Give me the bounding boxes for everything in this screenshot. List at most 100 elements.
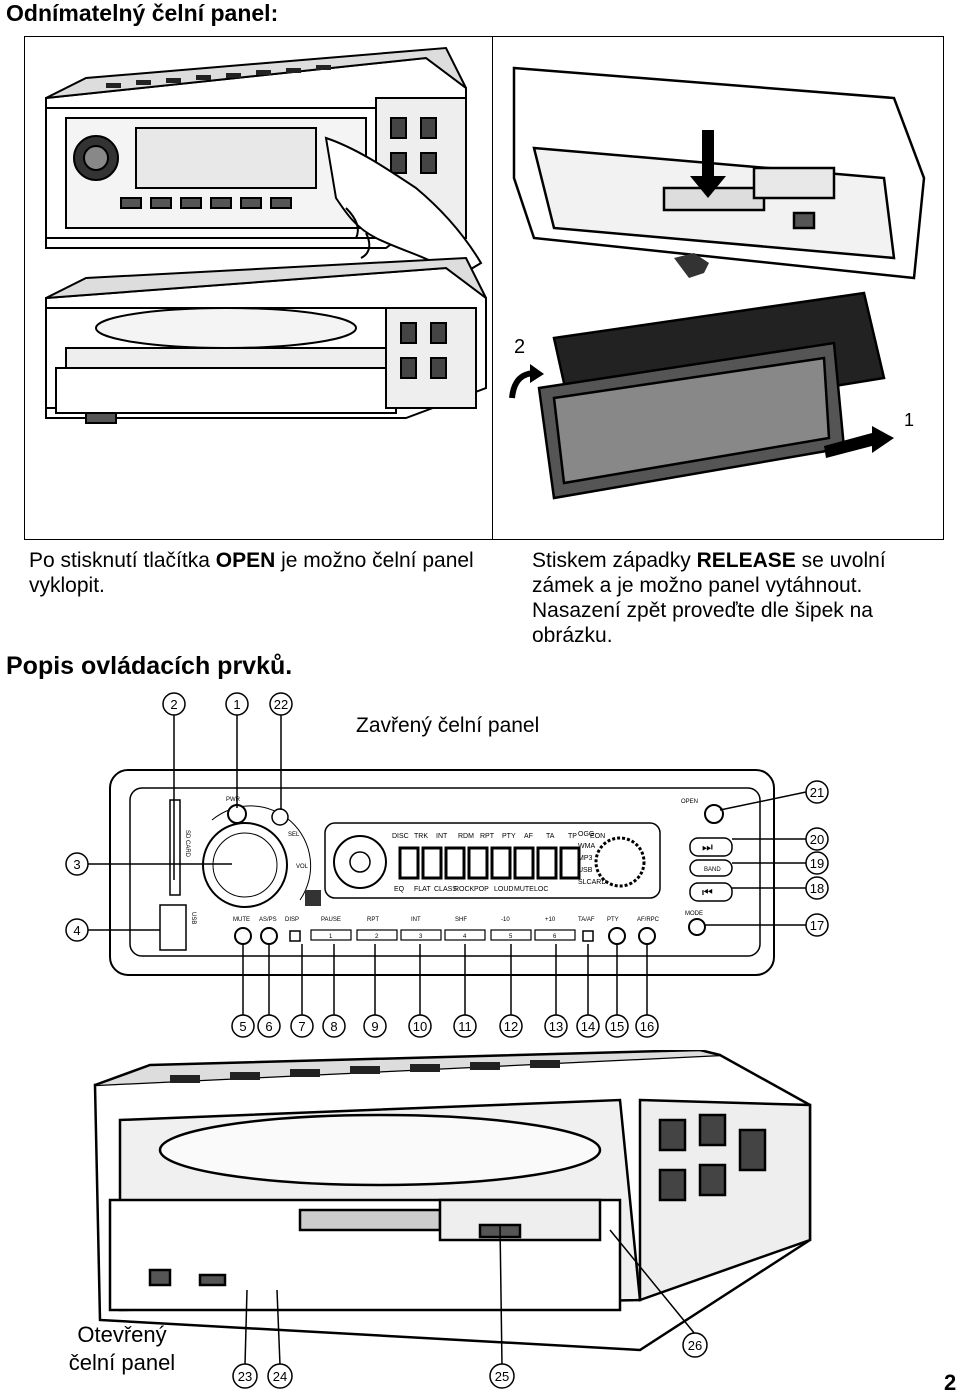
callout-number: 25	[495, 1369, 509, 1384]
display-top-label: EON	[590, 833, 605, 840]
callout-circle	[805, 913, 829, 937]
preset-button[interactable]	[490, 929, 532, 941]
callout-circle	[257, 1014, 281, 1038]
callout-number: 23	[238, 1369, 252, 1384]
panel-button-label: DISP	[285, 917, 299, 923]
callout-circle	[635, 1014, 659, 1038]
panel-round-button[interactable]	[234, 927, 252, 945]
callout-number: 20	[810, 832, 824, 847]
preset-button[interactable]	[444, 929, 486, 941]
display-top-label: PTY	[502, 833, 516, 840]
left-caption-pre: Po stisknutí tlačítka	[29, 549, 216, 572]
callout-number: 16	[640, 1019, 654, 1034]
open-panel-label-line1: Otevřený	[77, 1322, 167, 1347]
preset-button[interactable]	[310, 929, 352, 941]
preset-button[interactable]	[400, 929, 442, 941]
prev-track-button	[689, 882, 733, 902]
display-right-label: USB	[578, 867, 593, 874]
display-bottom-label: LOUD	[494, 886, 513, 893]
display-bottom-label: EQ	[394, 886, 405, 893]
callout-circle	[453, 1014, 477, 1038]
vol-label: VOL	[296, 864, 309, 870]
callout-line	[609, 1229, 696, 1335]
callout-number: 9	[371, 1019, 378, 1034]
callout-line	[719, 791, 807, 811]
display-right-label: MP3	[578, 855, 593, 862]
release-arrow-icon	[690, 130, 726, 198]
panel-button-label: MUTE	[233, 917, 250, 923]
callout-number: 24	[273, 1369, 287, 1384]
preset-button[interactable]	[356, 929, 398, 941]
callout-number: 5	[239, 1019, 246, 1034]
panel-button-label: PAUSE	[321, 917, 341, 923]
panel-round-button[interactable]	[638, 927, 656, 945]
release-button-label: RELEASE	[696, 549, 796, 572]
callout-circle	[322, 1014, 346, 1038]
step-one-number: 1	[904, 410, 914, 430]
panel-button-label: -10	[501, 917, 510, 923]
callout-number: 15	[610, 1019, 624, 1034]
next-track-button	[689, 837, 733, 857]
hand-pressing	[324, 136, 483, 280]
display-bottom-label: CLASS	[434, 886, 457, 893]
callout-circle	[489, 1363, 515, 1389]
display-bottom-label: MUTE	[514, 886, 534, 893]
step-two-number: 2	[514, 336, 525, 358]
display-top-label: RDM	[458, 833, 474, 840]
display-right-label: WMA	[578, 843, 595, 850]
callout-circle	[544, 1014, 568, 1038]
panel-square-button[interactable]	[582, 930, 594, 942]
callout-line	[276, 1289, 281, 1366]
callout-line	[244, 1289, 248, 1366]
panel-button-label: AF/RPC	[637, 917, 660, 923]
callout-number: 7	[298, 1019, 305, 1034]
display-bottom-label: FLAT	[414, 886, 431, 893]
radio-open-illustration	[45, 46, 487, 424]
callout-circle	[805, 851, 829, 875]
left-caption-post: je možno čelní panel vyklopit.	[29, 549, 474, 597]
panel-square-button[interactable]	[289, 930, 301, 942]
display-right-label: SLCARD	[578, 879, 606, 886]
display-top-label: TP	[568, 833, 577, 840]
page-number: 2	[944, 1370, 957, 1395]
radio-unit-closed	[45, 46, 467, 249]
display-bottom-label: LOC	[534, 886, 548, 893]
preset-number: 4	[463, 934, 467, 940]
mode-button-text: MODE	[685, 911, 703, 917]
open-panel-label: Otevřený čelní panel	[62, 1321, 182, 1377]
preset-number: 6	[553, 934, 557, 940]
display-top-label: INT	[436, 833, 448, 840]
callout-number: 2	[170, 697, 177, 712]
preset-button[interactable]	[534, 929, 576, 941]
callout-circle	[408, 1014, 432, 1038]
callout-circle	[231, 1014, 255, 1038]
callout-circle	[225, 692, 249, 716]
display-dial-icon	[594, 836, 646, 888]
panel-button-label: PTY	[607, 917, 619, 923]
callout-number: 12	[504, 1019, 518, 1034]
panel-button-label: AS/PS	[259, 917, 277, 923]
right-caption-pre: Stiskem západky	[532, 549, 697, 572]
preset-number: 1	[329, 934, 333, 940]
section-heading: Popis ovládacích prvků.	[6, 652, 293, 680]
callout-circle	[232, 1363, 258, 1389]
callout-circle	[162, 692, 186, 716]
band-button	[689, 859, 733, 877]
callout-number: 4	[73, 923, 80, 938]
preset-number: 2	[375, 934, 379, 940]
display-bottom-label: ROCK	[454, 886, 475, 893]
callout-number: 1	[233, 697, 240, 712]
mode-indicator	[305, 890, 321, 906]
arrow-down-icon	[674, 253, 709, 278]
panel-round-button[interactable]	[260, 927, 278, 945]
panel-round-button[interactable]	[608, 927, 626, 945]
band-button-text: BAND	[704, 867, 721, 873]
callout-circle	[269, 692, 293, 716]
radio-unit-open	[45, 256, 487, 424]
open-panel-label-line2: čelní panel	[68, 1350, 176, 1375]
callout-circle	[65, 852, 89, 876]
prev-track-icon: ⏮	[702, 885, 713, 899]
usb-label: USB	[190, 912, 196, 924]
